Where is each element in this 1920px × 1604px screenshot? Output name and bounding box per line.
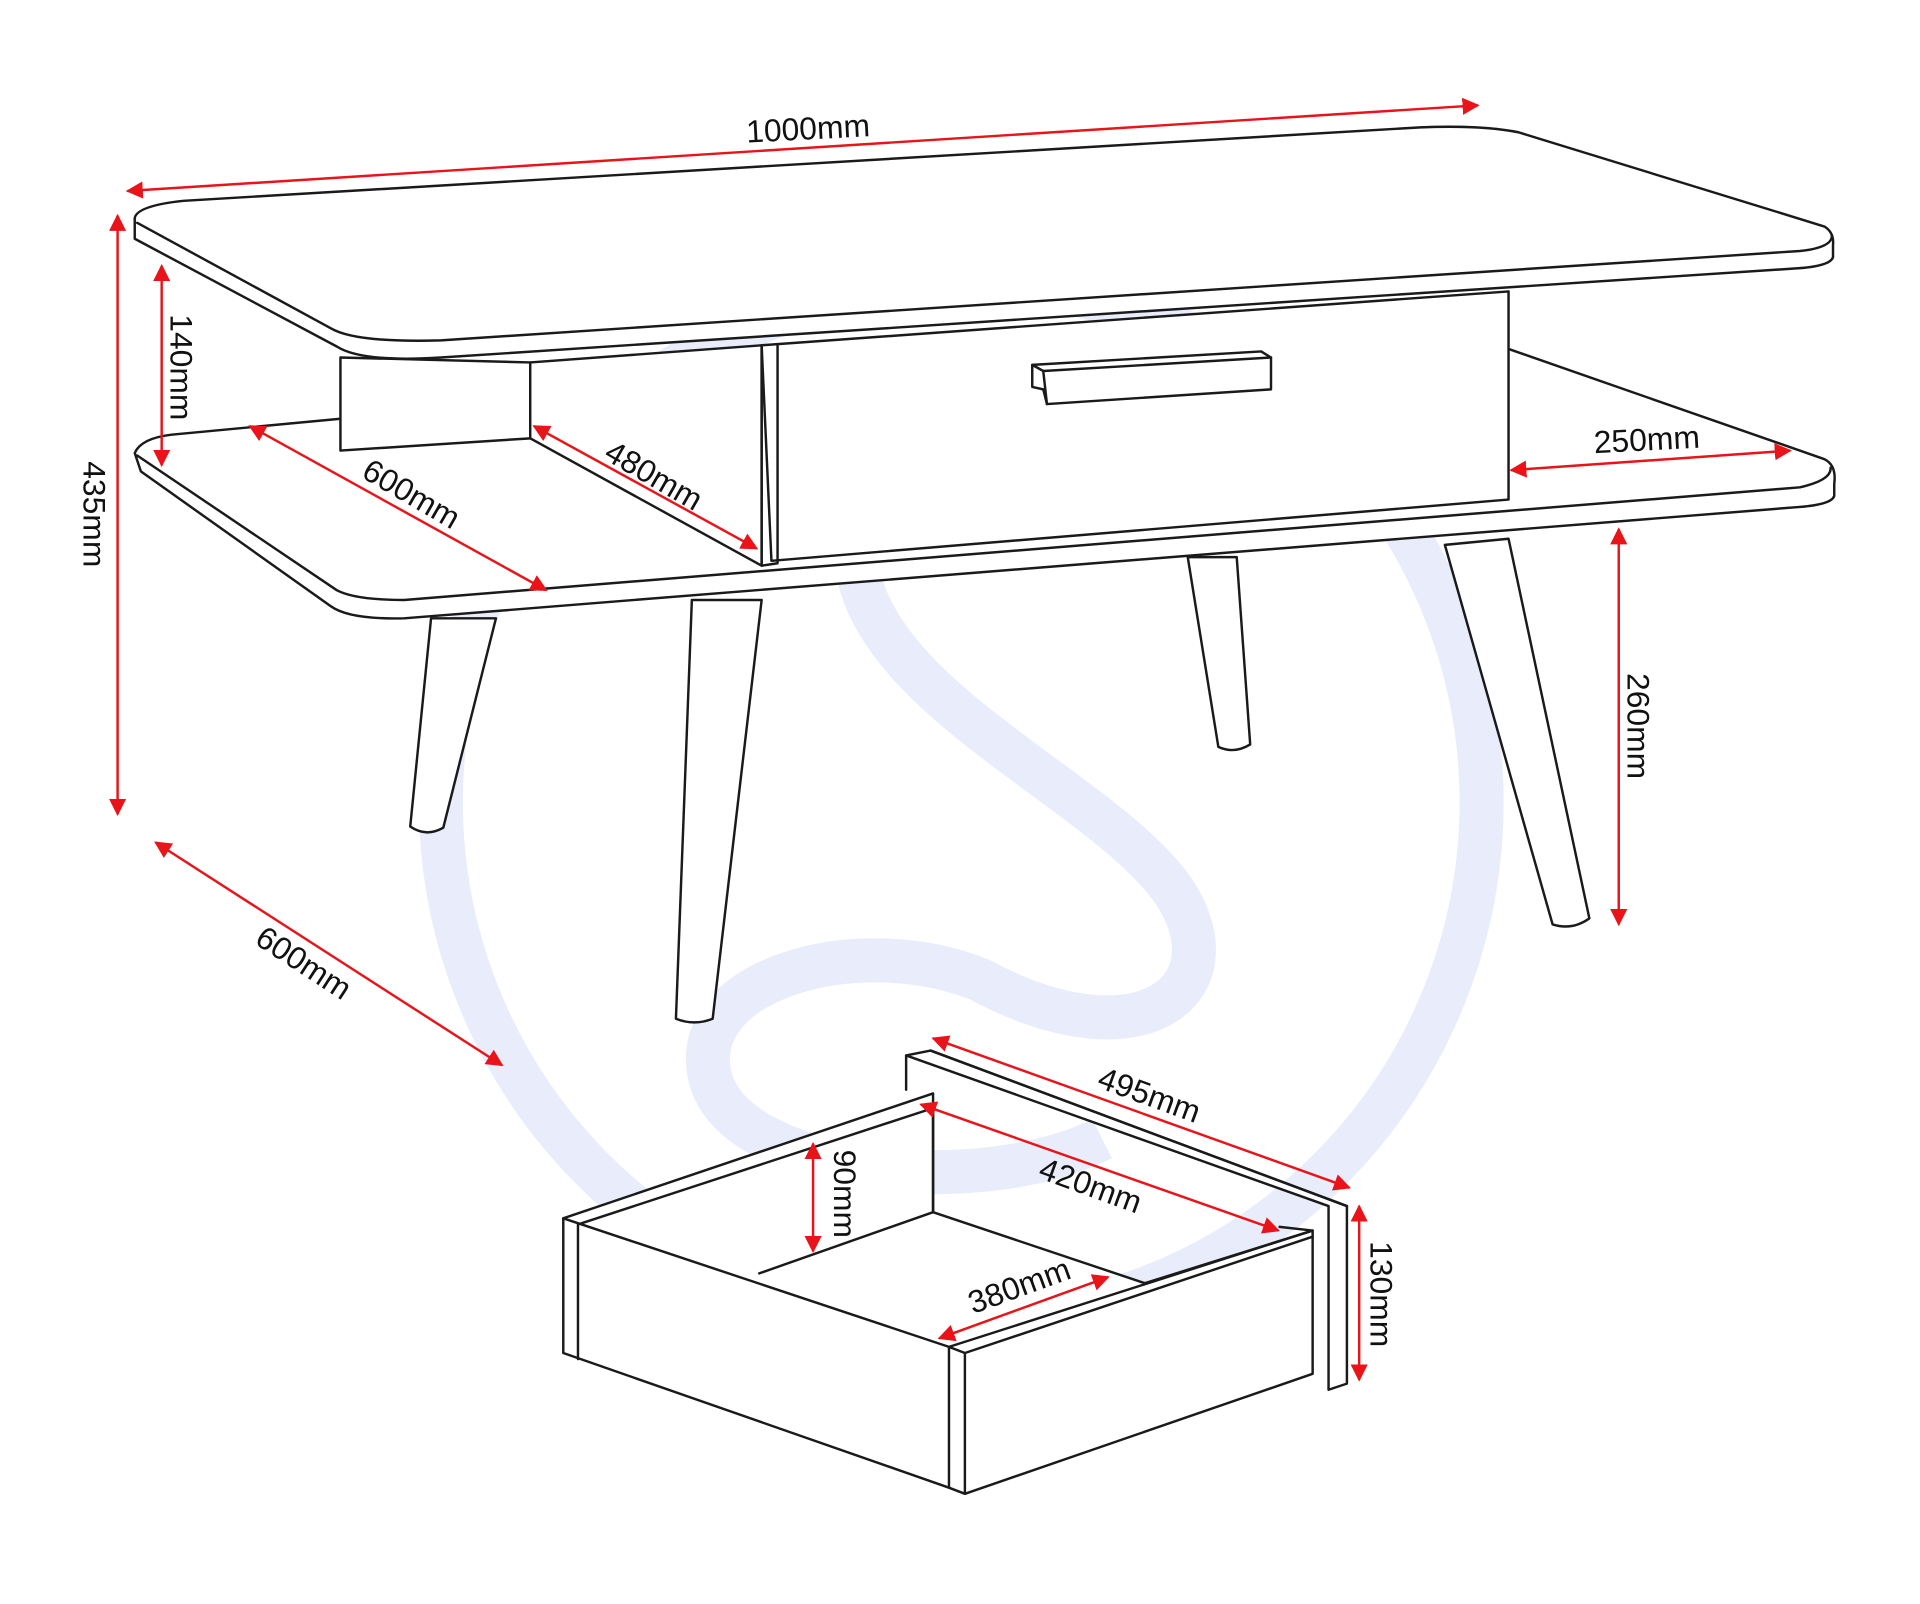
shelf-side-width-label: 250mm: [1593, 419, 1701, 461]
overall-height-label: 435mm: [76, 461, 112, 567]
leg-height-label: 260mm: [1620, 673, 1656, 779]
table-top: [133, 125, 1835, 360]
drawer-handle: [1031, 350, 1273, 406]
overall-width-label: 1000mm: [745, 107, 871, 149]
shelf-gap-label: 140mm: [163, 314, 199, 420]
drawer-inner-depth-label: 90mm: [827, 1150, 863, 1238]
drawer-front-height-label: 130mm: [1363, 1241, 1399, 1347]
table-legs: [409, 537, 1591, 1024]
dimension-lines: [109, 97, 1792, 1382]
